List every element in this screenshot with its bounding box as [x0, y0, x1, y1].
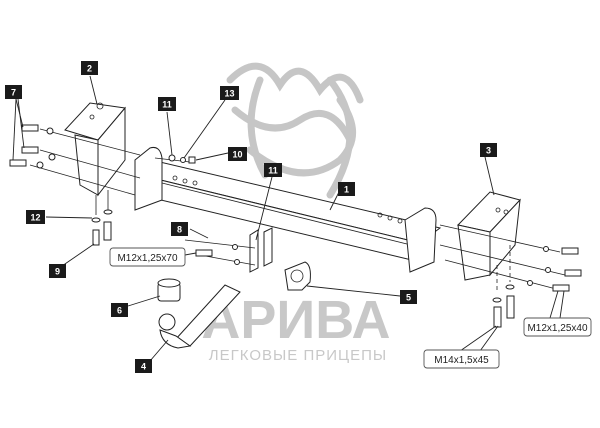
part-tag-8: 8: [171, 222, 188, 236]
svg-text:11: 11: [162, 100, 172, 110]
ball-mount-brackets: [184, 227, 273, 273]
svg-text:7: 7: [11, 88, 16, 98]
svg-text:12: 12: [30, 213, 40, 223]
part-tag-3: 3: [480, 143, 497, 157]
svg-text:M14x1,5x45: M14x1,5x45: [434, 355, 489, 366]
part-tag-4: 4: [135, 359, 152, 373]
bolts-left: [9, 124, 141, 196]
svg-text:4: 4: [141, 362, 146, 372]
svg-text:3: 3: [486, 146, 491, 156]
svg-text:M12x1,25x40: M12x1,25x40: [527, 323, 587, 334]
watermark-tagline: ЛЕГКОВЫЕ ПРИЦЕПЫ: [209, 347, 387, 364]
svg-text:11: 11: [268, 166, 278, 176]
part-tag-6: 6: [111, 303, 128, 317]
bolts-vertical-left: [91, 190, 113, 246]
part-tag-11b: 11: [264, 163, 282, 177]
svg-text:M12x1,25x70: M12x1,25x70: [117, 253, 177, 264]
svg-text:9: 9: [55, 267, 60, 277]
part-tag-2: 2: [81, 61, 98, 75]
part-tag-12: 12: [26, 210, 45, 224]
svg-text:6: 6: [117, 306, 122, 316]
svg-text:10: 10: [232, 150, 242, 160]
svg-text:5: 5: [406, 293, 411, 303]
right-bracket: [457, 191, 521, 281]
svg-text:8: 8: [177, 225, 182, 235]
left-end-plate: [134, 147, 163, 211]
part-tag-7: 7: [5, 85, 22, 99]
callout-bolt-vertical: M14x1,5x45: [423, 349, 500, 369]
part-tag-10: 10: [228, 147, 247, 161]
svg-text:2: 2: [87, 64, 92, 74]
ball-cover: [157, 278, 181, 302]
washers-nut: [154, 154, 196, 164]
part-tag-11: 11: [158, 97, 176, 111]
svg-text:13: 13: [224, 89, 234, 99]
part-tag-13: 13: [220, 86, 239, 100]
part-tag-5: 5: [400, 290, 417, 304]
part-tag-9: 9: [49, 264, 66, 278]
callout-bolt-front: M12x1,25x70: [109, 247, 186, 267]
right-end-plate: [404, 207, 437, 273]
socket-plate: [284, 261, 311, 291]
bolts-right: [439, 224, 582, 328]
left-bracket: [64, 102, 126, 197]
towball: [158, 284, 241, 349]
watermark-logo: [226, 62, 364, 199]
crossbar: [138, 161, 442, 263]
part-tag-1: 1: [338, 182, 355, 196]
callout-bolt-right: M12x1,25x40: [523, 317, 592, 337]
leader-lines: [12, 75, 565, 362]
svg-text:1: 1: [344, 185, 349, 195]
